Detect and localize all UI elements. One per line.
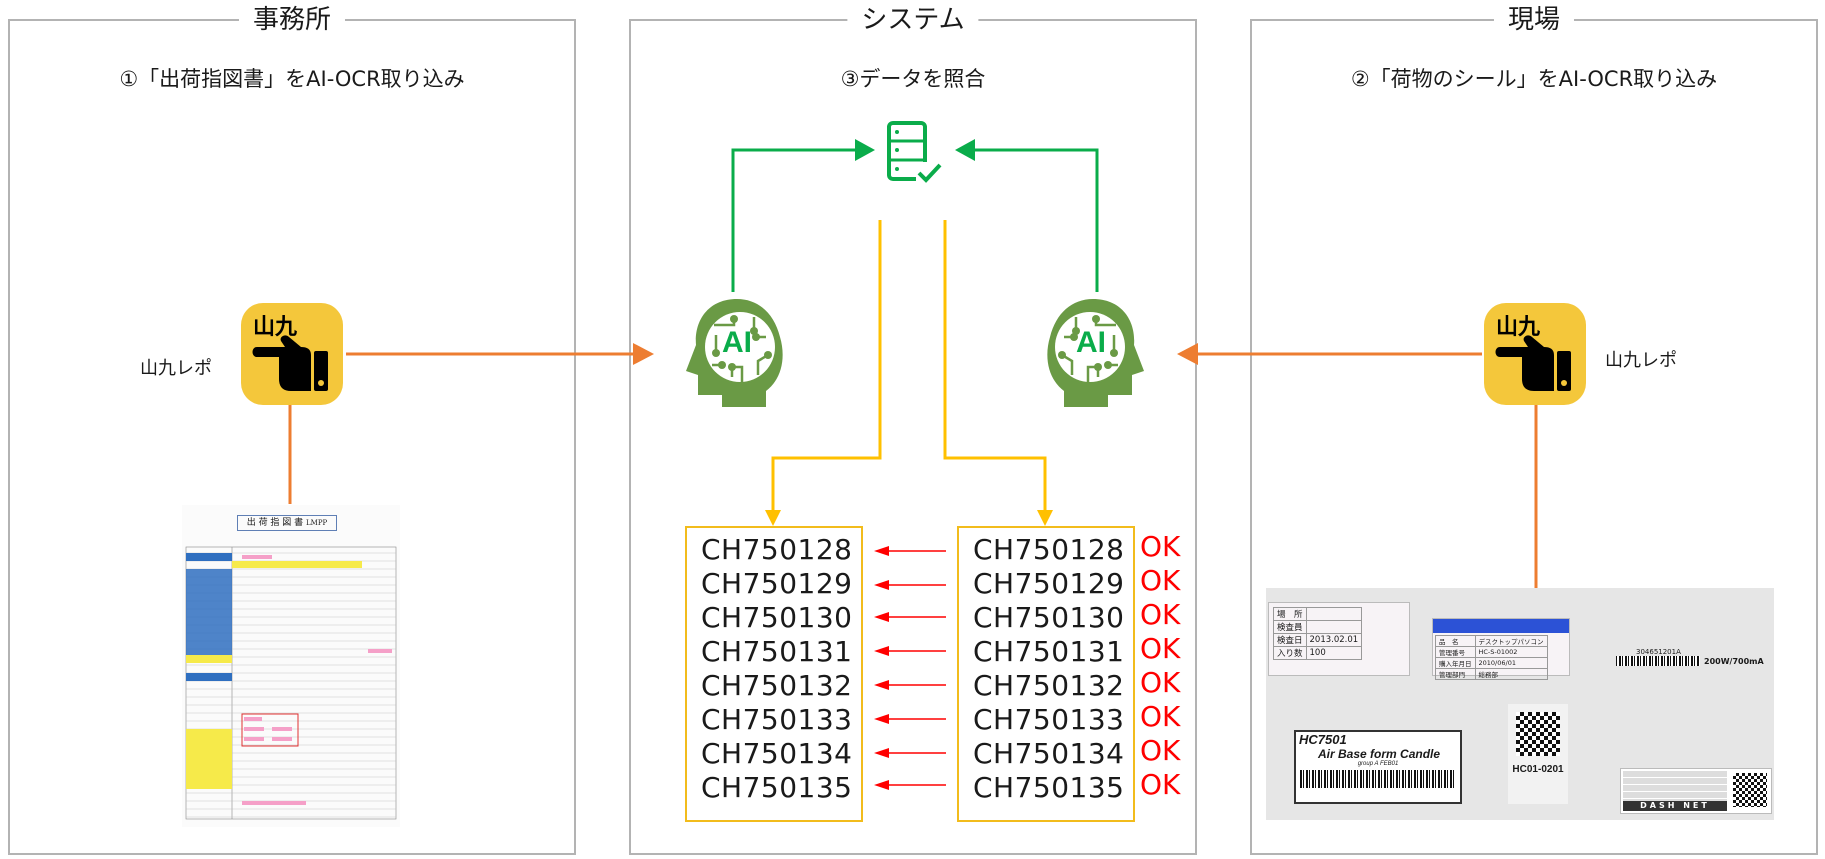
document-form-grid [185, 546, 397, 820]
document-code: CH750132 [701, 669, 853, 702]
ai-head-icon-left: AI [684, 295, 790, 410]
yellow-arrowhead-right [1037, 510, 1053, 526]
system-panel-title: システム [847, 1, 979, 39]
green-arrowhead-left [855, 139, 875, 161]
orange-arrowhead-office [633, 343, 654, 365]
system-step-caption: ③データを照合 [840, 67, 986, 91]
label-field-name: 入り数 [1273, 646, 1307, 660]
green-arrow-left [731, 148, 855, 292]
label-field-value: 総務部 [1474, 668, 1548, 680]
office-step-caption: ①「出荷指図書」をAI-OCR取り込み [119, 67, 465, 91]
office-panel-title: 事務所 [238, 1, 346, 39]
label-field-name: 管理番号 [1435, 646, 1476, 658]
yellow-arrowhead-left [765, 510, 781, 526]
sankyu-repo-app-icon-site[interactable]: 山九 [1484, 303, 1586, 405]
match-result-ok: OK [1140, 666, 1181, 699]
datamatrix-label: HC01-0201 [1508, 704, 1568, 804]
document-code: CH750130 [701, 601, 853, 634]
ai-label: AI [722, 326, 752, 359]
compare-arrowhead [874, 780, 889, 790]
label-field-value: HC-S-01002 [1474, 646, 1548, 658]
site-step-caption: ②「荷物のシール」をAI-OCR取り込み [1350, 67, 1718, 91]
label-field-value [1305, 607, 1363, 621]
site-panel: 現場 ②「荷物のシール」をAI-OCR取り込み [1250, 1, 1818, 855]
label-code: CH750135 [973, 771, 1125, 804]
site-app-label: 山九レポ [1605, 350, 1677, 371]
match-result-ok: OK [1140, 768, 1181, 801]
label-code: CH750132 [973, 669, 1125, 702]
app-brand: 山九 [1496, 315, 1541, 340]
label-field-name: 検査日 [1273, 633, 1307, 647]
yellow-line-right [943, 220, 1047, 512]
label-field-value [1305, 620, 1363, 634]
document-code: CH750128 [701, 533, 853, 566]
label-field-value: 100 [1305, 646, 1363, 660]
label-code: CH750133 [973, 703, 1125, 736]
green-arrowhead-right [955, 139, 975, 161]
green-arrow-right [975, 148, 1099, 292]
system-panel: システム ③データを照合 [629, 1, 1197, 855]
document-title: 出 荷 指 図 書 LMPP [237, 515, 337, 531]
label-code: CH750129 [973, 567, 1125, 600]
orange-arrowhead-site [1177, 343, 1198, 365]
match-result-ok: OK [1140, 564, 1181, 597]
database-check-icon [887, 121, 942, 184]
compare-arrowhead [874, 646, 889, 656]
label-code: CH750131 [973, 635, 1125, 668]
label-field-value: デスクトップパソコン [1474, 635, 1548, 647]
label-field-name: 検査員 [1273, 620, 1307, 634]
label-field-name: 品 名 [1435, 635, 1476, 647]
match-result-ok: OK [1140, 598, 1181, 631]
compare-arrowhead [874, 580, 889, 590]
office-panel: 事務所 ①「出荷指図書」をAI-OCR取り込み [8, 1, 576, 855]
document-code: CH750133 [701, 703, 853, 736]
compare-arrowhead [874, 680, 889, 690]
match-result-ok: OK [1140, 632, 1181, 665]
document-code: CH750135 [701, 771, 853, 804]
power-barcode-label: 304651201A 200W/700mA [1616, 648, 1764, 666]
label-field-name: 場 所 [1273, 607, 1307, 621]
ai-head-icon-right: AI [1040, 295, 1146, 410]
label-field-name: 購入年月日 [1435, 657, 1476, 669]
candle-label: HC7501 Air Base form Candle group A FEB0… [1294, 730, 1462, 804]
label-code: CH750130 [973, 601, 1125, 634]
dashnet-label: DASH NET [1620, 768, 1772, 814]
yellow-line-left [771, 220, 882, 512]
site-panel-title: 現場 [1493, 1, 1575, 39]
compare-arrowhead [874, 714, 889, 724]
compare-arrows [874, 546, 946, 790]
document-code: CH750134 [701, 737, 853, 770]
pointing-hand-icon [252, 335, 328, 391]
compare-arrowhead [874, 748, 889, 758]
compare-arrowhead [874, 612, 889, 622]
ai-label: AI [1076, 326, 1106, 359]
label-code: CH750128 [973, 533, 1125, 566]
match-result-ok: OK [1140, 530, 1181, 563]
label-field-value: 2010/06/01 [1474, 657, 1548, 669]
shipping-instruction-document: 出 荷 指 図 書 LMPP [182, 505, 400, 827]
pointing-hand-icon [1495, 335, 1571, 391]
compare-arrowhead [874, 546, 889, 556]
label-code: CH750134 [973, 737, 1125, 770]
label-field-value: 2013.02.01 [1305, 633, 1363, 647]
office-app-label: 山九レポ [140, 358, 212, 379]
sankyu-repo-app-icon-office[interactable]: 山九 [241, 303, 343, 405]
document-code: CH750131 [701, 635, 853, 668]
label-field-name: 管理部門 [1435, 668, 1476, 680]
app-brand: 山九 [253, 315, 298, 340]
match-result-ok: OK [1140, 734, 1181, 767]
match-result-ok: OK [1140, 700, 1181, 733]
document-code: CH750129 [701, 567, 853, 600]
